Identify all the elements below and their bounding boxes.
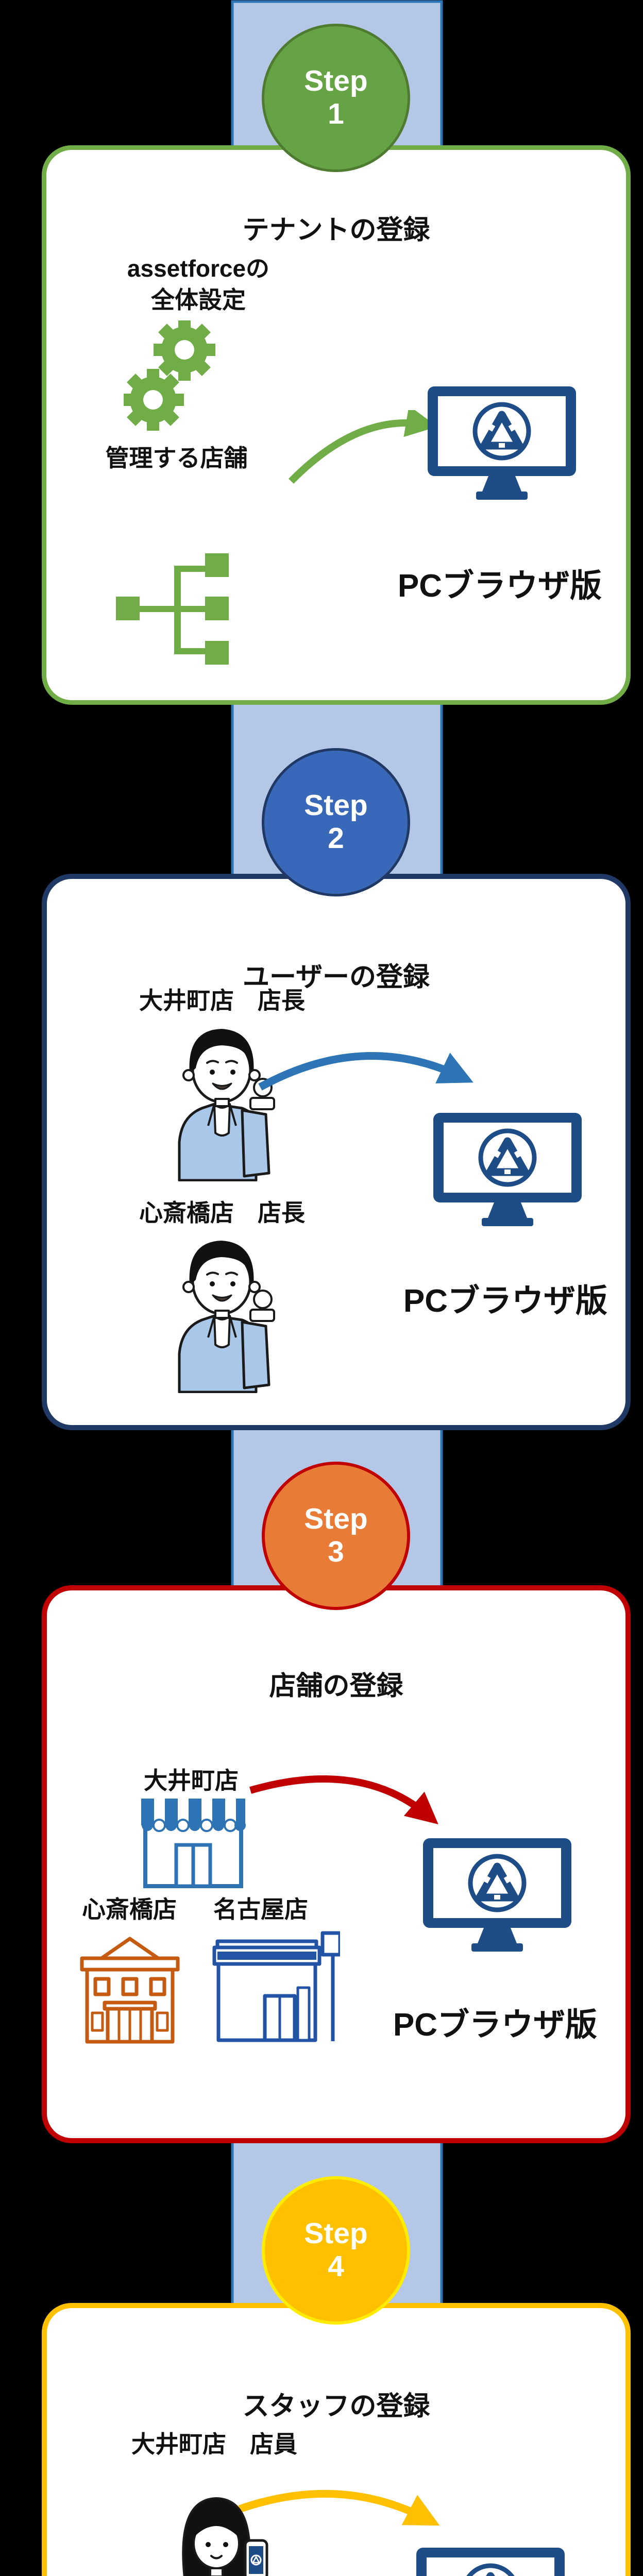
staff-with-phone-icon <box>182 2497 268 2576</box>
step-2-box: ユーザーの登録 大井町店 店長 <box>42 874 631 1430</box>
store-1-label: 大井町店 <box>144 1767 239 1794</box>
green-curved-arrow <box>289 410 438 484</box>
pc-monitor-icon <box>423 1838 571 1952</box>
step-4-box: スタッフの登録 大井町店 店員 <box>42 2303 631 2576</box>
settings-gears-icon <box>124 320 215 431</box>
step-1-title: テナントの登録 <box>242 215 430 246</box>
convenience-store-icon <box>212 1931 340 2042</box>
org-tree-icon <box>116 553 229 665</box>
step-2-badge: Step 2 <box>262 748 410 896</box>
store-manager-icon <box>178 1029 275 1181</box>
step-1-badge: Step 1 <box>262 24 410 172</box>
pc-browser-label: PCブラウザ版 <box>397 568 602 604</box>
step-3-box: 店舗の登録 大井町店 <box>42 1585 631 2143</box>
managed-stores-label: 管理する店舗 <box>105 445 248 471</box>
pc-monitor-icon <box>433 1113 582 1226</box>
red-curved-arrow <box>249 1775 438 1824</box>
building-icon <box>80 1937 180 2044</box>
pc-browser-label: PCブラウザ版 <box>393 2007 598 2043</box>
step-3-title: 店舗の登録 <box>269 1671 403 1702</box>
manager-1-label: 大井町店 店長 <box>139 987 305 1014</box>
store-3-label: 名古屋店 <box>213 1896 308 1923</box>
store-manager-icon <box>178 1241 275 1393</box>
awning-shop-icon <box>141 1799 246 1888</box>
step-3-badge: Step 3 <box>262 1462 410 1610</box>
assetforce-config-label: assetforceの 全体設定 <box>127 255 270 313</box>
pc-browser-label: PCブラウザ版 <box>403 1283 608 1319</box>
step-4-title: スタッフの登録 <box>242 2392 430 2422</box>
step-4-badge: Step 4 <box>262 2176 410 2325</box>
blue-curved-arrow <box>258 1052 473 1091</box>
pc-monitor-icon <box>428 386 576 500</box>
step-2-title: ユーザーの登録 <box>243 962 430 993</box>
pc-monitor-icon <box>416 2548 565 2576</box>
manager-2-label: 心斎橋店 店長 <box>139 1199 305 1226</box>
staff-1-label: 大井町店 店員 <box>131 2431 297 2458</box>
yellow-curved-arrow <box>238 2489 440 2526</box>
store-2-label: 心斎橋店 <box>82 1896 177 1923</box>
step-1-box: テナントの登録 assetforceの 全体設定 <box>42 145 631 705</box>
